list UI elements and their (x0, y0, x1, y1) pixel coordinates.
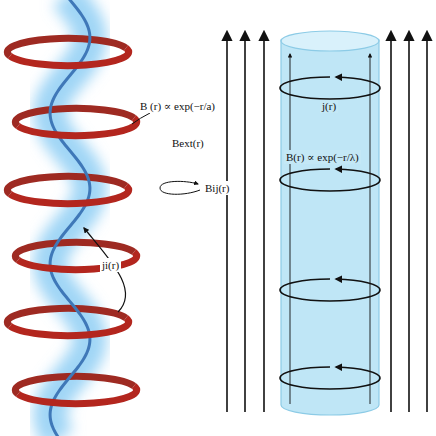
current-loop (280, 77, 380, 99)
current-loop (280, 169, 380, 191)
current-helix-front (10, 48, 137, 404)
decay-formula: B (r) ∝ exp(−r/a) (138, 99, 217, 113)
cylinder-body (281, 40, 379, 415)
cylinder-top (281, 31, 379, 51)
helix-turn (10, 48, 129, 66)
current-loop (280, 367, 380, 389)
helix-turn (7, 308, 126, 326)
leader-line (132, 113, 150, 124)
internal-field-arrow (370, 54, 371, 404)
current-helix-back (7, 38, 134, 394)
cylinder-outline (280, 30, 380, 416)
current-arrow (84, 228, 126, 312)
helix-turn (10, 318, 129, 336)
field-loop-arrow (160, 181, 200, 194)
helix-turn (7, 176, 126, 194)
helix-turn (10, 186, 129, 204)
helix-turn (15, 108, 134, 126)
internal-field-arrow (290, 54, 291, 404)
penetration-formula: B(r) ∝ exp(−r/λ) (284, 150, 361, 164)
helix-turn (7, 38, 126, 56)
superconductor-cylinder: j(r) B(r) ∝ exp(−r/λ) (280, 30, 380, 416)
helix-turn (18, 386, 137, 404)
current-density-label: j(r) (320, 99, 338, 113)
helix-turn (15, 376, 134, 394)
field-label: Bij(r) (203, 181, 231, 195)
current-label: ji(r) (100, 258, 121, 272)
helix-turn (18, 118, 137, 136)
external-field-label: Bext(r) (170, 136, 206, 150)
current-loop (280, 279, 380, 301)
